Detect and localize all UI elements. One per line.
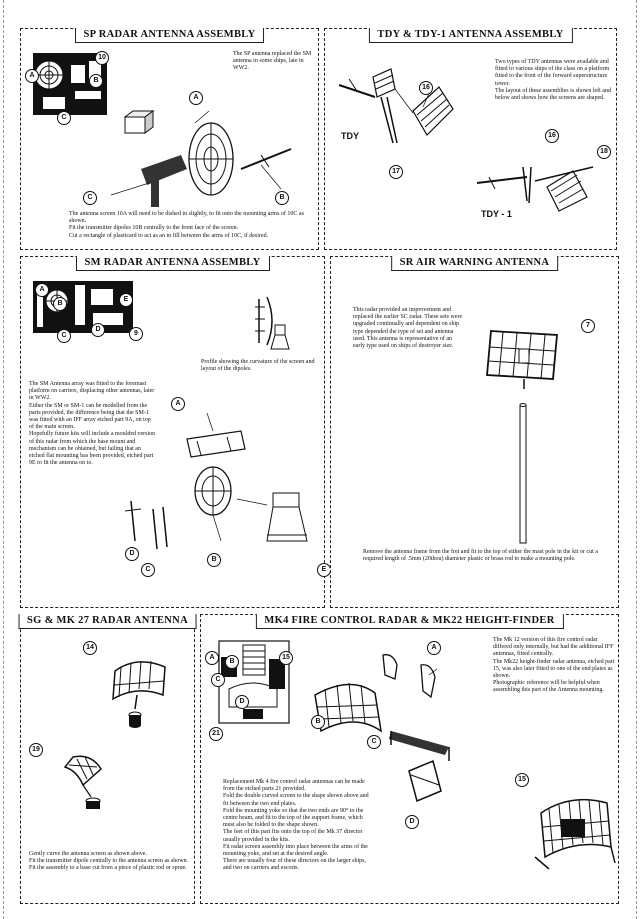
mk4-callout-d: D	[405, 815, 419, 829]
sm-callout-a: A	[171, 397, 185, 411]
tdy1-callout-18: 18	[597, 145, 611, 159]
mk27-antenna-drawing	[63, 755, 102, 809]
sm-callout-e: E	[317, 563, 331, 577]
sm-callout-c: C	[141, 563, 155, 577]
mk4-callout-c: C	[367, 735, 381, 749]
sp-intro-text: The SP antenna replaced the SM antenna i…	[233, 51, 312, 72]
mk4-intro-text: The Mk 12 version of this fire control r…	[493, 637, 615, 694]
sp-callout-c: C	[83, 191, 97, 205]
sp-callout-a: A	[189, 91, 203, 105]
mk4-callout-15: 15	[515, 773, 529, 787]
sg-panel: SG & MK 27 RADAR ANTENNA 14 19 Gently cu…	[18, 614, 197, 904]
sr-intro-text: This radar provided an improvement and r…	[353, 307, 463, 350]
mk4-fret-callout-d: D	[235, 695, 249, 709]
sg-title: SG & MK 27 RADAR ANTENNA	[18, 614, 197, 629]
sm-fret-callout-b: B	[53, 297, 67, 311]
sg-antenna-drawing	[112, 660, 166, 728]
sm-profile-caption: Profile showing the curvature of the scr…	[201, 359, 315, 373]
sp-fret-callout-b: B	[89, 74, 103, 88]
mk4-panel: MK4 FIRE CONTROL RADAR & MK22 HEIGHT-FIN…	[200, 614, 619, 904]
sg-callout-14: 14	[83, 641, 97, 655]
sp-callout-b: B	[275, 191, 289, 205]
sp-fret-callout-a: A	[25, 69, 39, 83]
sg-assembly-note: Gently curve the antenna screen as shown…	[29, 851, 189, 872]
sm-radar-panel: SM RADAR ANTENNA ASSEMBLY A B C D E 9 Pr…	[20, 256, 331, 608]
mk22-heightfinder-drawing	[534, 798, 616, 870]
sp-assembly-note: The antenna screen 10A will need to be d…	[69, 211, 304, 239]
sp-part-number-callout: 10	[95, 51, 109, 65]
sp-fret-callout-c: C	[57, 111, 71, 125]
sp-assembly-drawing	[110, 110, 292, 207]
tdy-label: TDY	[341, 131, 359, 141]
sm-callout-d: D	[125, 547, 139, 561]
tdy1-callout-16: 16	[545, 129, 559, 143]
sr-mounting-pole	[519, 403, 527, 544]
sr-callout-7: 7	[581, 319, 595, 333]
sp-radar-panel: SP RADAR ANTENNA ASSEMBLY 10 A B C The S…	[20, 28, 319, 250]
sr-title: SR AIR WARNING ANTENNA	[390, 256, 559, 271]
mk4-title: MK4 FIRE CONTROL RADAR & MK22 HEIGHT-FIN…	[255, 614, 564, 629]
tdy-antenna-drawing	[338, 68, 454, 144]
sm-body-text: The SM Antenna array was fitted to the f…	[29, 381, 156, 467]
sr-antenna-frame	[486, 330, 558, 389]
mk4-fret-callout-b: B	[225, 655, 239, 669]
sm-fret-callout-a: A	[35, 283, 49, 297]
left-margin-line	[3, 0, 5, 919]
tdy1-label: TDY - 1	[481, 209, 512, 219]
sm-radar-title: SM RADAR ANTENNA ASSEMBLY	[75, 256, 270, 271]
tdy-callout-16: 16	[419, 81, 433, 95]
sm-assembly-drawing	[124, 412, 308, 550]
tdy-callout-17: 17	[389, 165, 403, 179]
sm-fret-callout-c: C	[57, 329, 71, 343]
sm-fret-callout-d: D	[91, 323, 105, 337]
sm-callout-b: B	[207, 553, 221, 567]
sr-panel: SR AIR WARNING ANTENNA This radar provid…	[330, 256, 619, 608]
mk4-part-21-callout: 21	[209, 727, 223, 741]
tdy-title: TDY & TDY-1 ANTENNA ASSEMBLY	[368, 28, 573, 43]
sm-etched-fret	[33, 281, 133, 333]
right-margin-line	[636, 0, 638, 919]
mk4-fret-callout-15: 15	[279, 651, 293, 665]
mk4-fret-callout-a: A	[205, 651, 219, 665]
mk4-callout-a: A	[427, 641, 441, 655]
sp-radar-title: SP RADAR ANTENNA ASSEMBLY	[74, 28, 265, 43]
mk4-callout-b: B	[311, 715, 325, 729]
sg-callout-19: 19	[29, 743, 43, 757]
sm-fret-callout-e: E	[119, 293, 133, 307]
mk4-body-text: Replacement Mk 4 fire control radar ante…	[223, 779, 369, 872]
tdy-panel: TDY & TDY-1 ANTENNA ASSEMBLY 16 17 TDY T…	[324, 28, 617, 250]
sm-part-number-callout: 9	[129, 327, 143, 341]
sr-mounting-note: Remove the antenna frame from the fret a…	[363, 549, 598, 563]
mk4-assembly-drawing	[314, 654, 450, 803]
tdy1-antenna-drawing	[476, 166, 594, 212]
tdy-intro-text: Two types of TDY antennas were available…	[495, 59, 611, 102]
mk4-etched-fret	[218, 640, 290, 724]
mk4-fret-callout-c: C	[211, 673, 225, 687]
sm-profile-drawing	[255, 296, 290, 350]
